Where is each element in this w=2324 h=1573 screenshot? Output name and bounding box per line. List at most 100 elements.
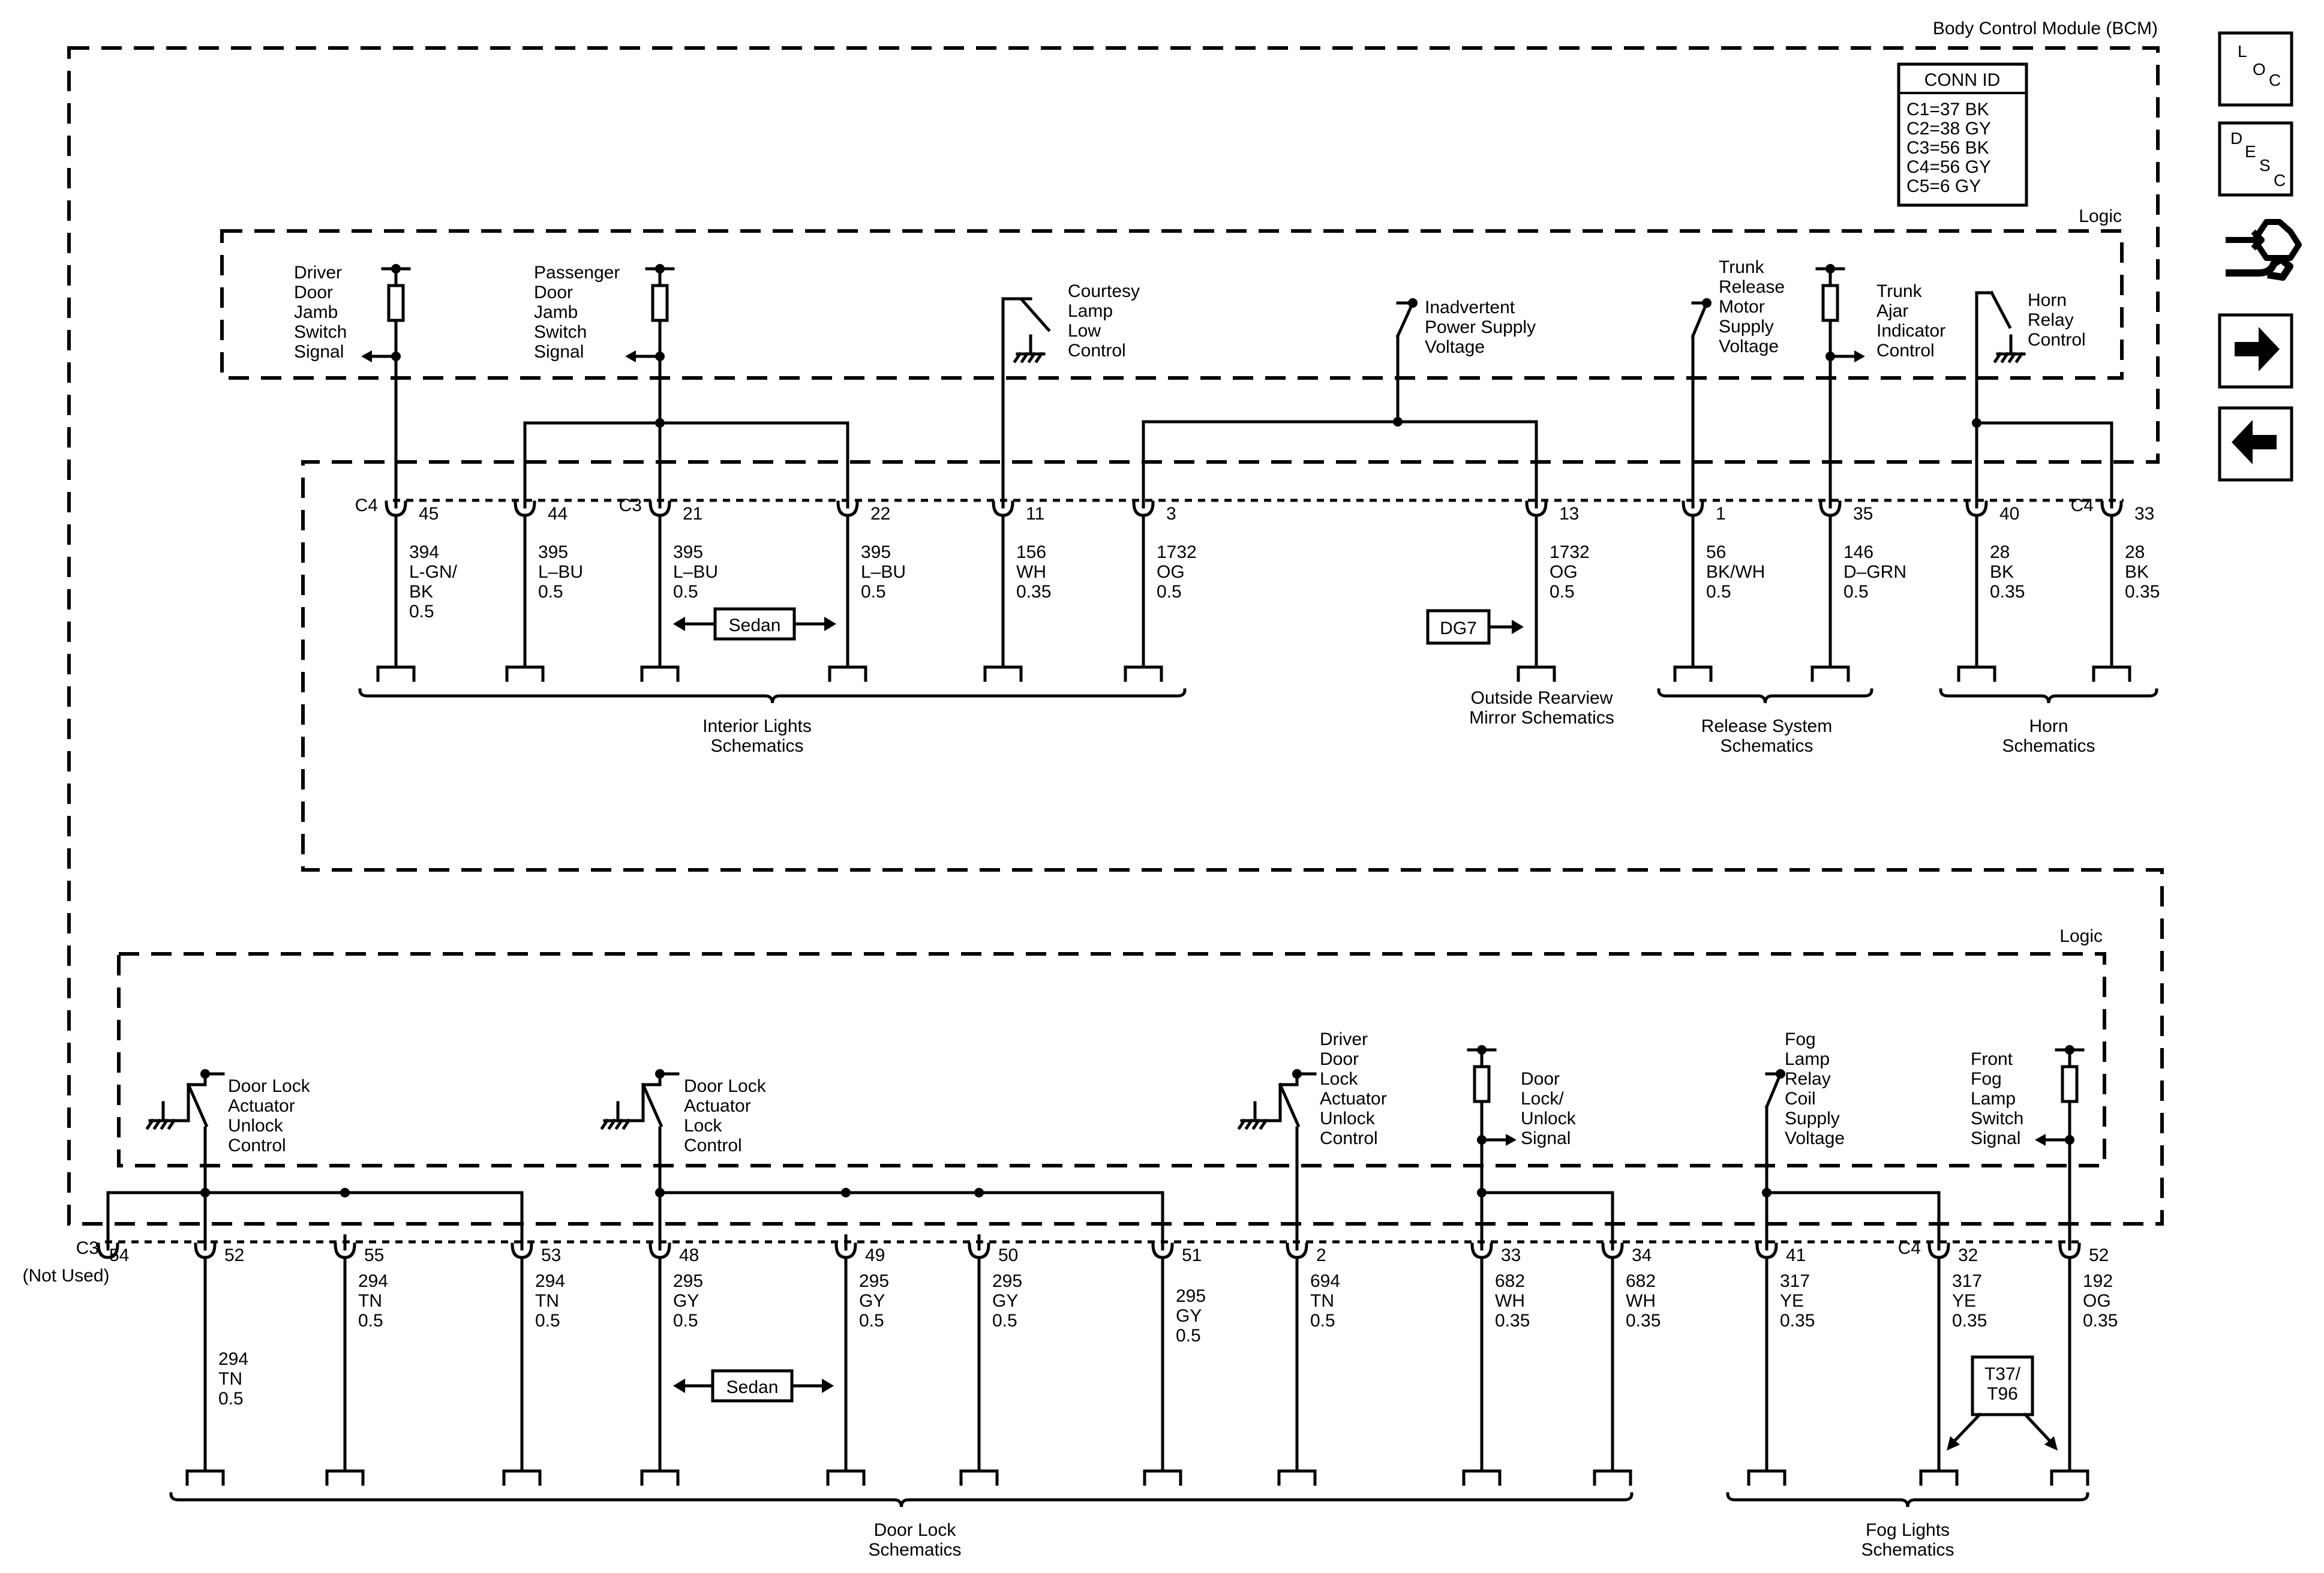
signal-label: Control — [1320, 1128, 1378, 1148]
splice-dot — [340, 1188, 350, 1197]
door-lock-lock-switch-icon — [641, 1082, 663, 1128]
schematic-label: Release System — [1701, 716, 1832, 736]
wire-spec: GY — [673, 1291, 699, 1311]
wire-spec: 0.5 — [535, 1311, 560, 1331]
splice-dot — [1477, 1188, 1487, 1197]
connector-id: C4 — [1898, 1238, 1921, 1258]
schematic-label: Schematics — [2002, 736, 2095, 756]
arrow-head-icon — [1512, 620, 1524, 634]
sedan-label: Sedan — [729, 616, 781, 635]
wire-spec: 0.35 — [1495, 1311, 1530, 1331]
pin-number: 34 — [1632, 1245, 1652, 1265]
bus-wire — [1765, 1191, 1941, 1238]
signal-label: Inadvertent — [1425, 298, 1515, 317]
pin-number: 1 — [1716, 504, 1726, 524]
bus-wire — [1975, 421, 2113, 496]
wire-spec: TN — [535, 1291, 559, 1311]
signal-label: Jamb — [534, 302, 578, 322]
wire-spec: 28 — [2125, 542, 2145, 562]
signal-label: Trunk — [1876, 281, 1923, 301]
loc-letter: C — [2269, 71, 2281, 89]
arrow-right-icon — [2235, 327, 2280, 371]
wire-spec: L–BU — [538, 562, 583, 582]
option-arrow — [2023, 1412, 2054, 1445]
next-page-button[interactable] — [2218, 313, 2293, 389]
wire-spec: 0.5 — [673, 582, 698, 602]
wire-spec: GY — [1176, 1306, 1202, 1326]
schematic-brace — [1726, 1492, 2089, 1508]
wire-spec: 0.5 — [859, 1311, 884, 1331]
wire-spec: 0.5 — [218, 1389, 244, 1409]
wire-spec: 0.5 — [861, 582, 886, 602]
conn-id-row: C4=56 GY — [1906, 157, 1991, 177]
signal-label: Front — [1971, 1049, 2013, 1069]
wire-spec: 0.5 — [1706, 582, 1731, 602]
signal-label: Actuator — [228, 1096, 295, 1116]
wire-spec: GY — [859, 1291, 885, 1311]
signal-label: Motor — [1719, 297, 1765, 317]
schematic-brace — [358, 688, 1187, 704]
signal-label: Driver — [294, 263, 342, 283]
signal-label: Coil — [1785, 1089, 1816, 1109]
pin-number: 32 — [1958, 1245, 1978, 1265]
signal-label: Signal — [294, 342, 344, 362]
schematic-brace — [169, 1492, 1634, 1508]
terminal — [325, 1469, 365, 1486]
terminal — [1277, 1469, 1317, 1486]
wire-spec: 0.35 — [2125, 582, 2160, 602]
pin-number: 53 — [541, 1245, 561, 1265]
connector-view-button[interactable] — [2226, 219, 2302, 281]
bus-wire — [1480, 1191, 1614, 1238]
signal-label: Door — [294, 283, 333, 302]
signal-label: Lamp — [1068, 301, 1113, 321]
wire-spec: WH — [1626, 1291, 1656, 1311]
wire-spec: YE — [1952, 1291, 1976, 1311]
wire-spec: TN — [1310, 1291, 1334, 1311]
terminal — [1124, 665, 1163, 682]
wire-spec: 682 — [1495, 1271, 1525, 1291]
signal-label: Low — [1068, 321, 1101, 341]
arrow-head-icon — [625, 350, 636, 362]
pin-number: 40 — [1999, 504, 2019, 524]
wire-spec: BK — [409, 582, 433, 602]
pin-number: 2 — [1316, 1245, 1326, 1265]
fog-option-label: T96 — [1987, 1384, 2018, 1404]
signal-label: Switch — [534, 322, 587, 342]
signal-label: Fog — [1785, 1029, 1816, 1049]
signal-label: Signal — [1971, 1128, 2020, 1148]
conn-id-row: C5=6 GY — [1906, 176, 1981, 196]
pin-cup — [97, 1242, 119, 1259]
conn-id-row: C2=38 GY — [1906, 119, 1991, 139]
ground-hatch — [145, 1118, 155, 1130]
loc-letter: O — [2253, 60, 2266, 79]
signal-label: Lock/ — [1521, 1089, 1564, 1109]
high-side-switch-icon — [1395, 301, 1415, 338]
bus-wire — [523, 421, 849, 496]
arrow-head-icon — [673, 1379, 685, 1393]
wire-spec: 0.35 — [2083, 1311, 2118, 1331]
ground-hatch — [152, 1118, 162, 1130]
wire-spec: 1732 — [1157, 542, 1197, 562]
terminal — [1957, 665, 1996, 682]
wire-spec: OG — [2083, 1291, 2111, 1311]
pin-number: 48 — [679, 1245, 699, 1265]
splice-dot — [841, 1188, 851, 1197]
wire-spec: OG — [1157, 562, 1185, 582]
signal-label: Passenger — [534, 263, 620, 283]
signal-label: Supply — [1785, 1109, 1840, 1128]
terminal — [1517, 665, 1556, 682]
loc-button[interactable]: LOC — [2218, 31, 2293, 107]
pullup-resistor-icon — [1821, 284, 1839, 322]
wire-spec: 0.35 — [1626, 1311, 1661, 1331]
signal-label: Actuator — [1320, 1089, 1387, 1109]
schematic-label: Outside Rearview — [1471, 688, 1613, 708]
wire-spec: 0.5 — [1310, 1311, 1335, 1331]
schematic-brace — [1939, 688, 2158, 704]
wire-spec: 0.35 — [1780, 1311, 1815, 1331]
pin-number: 33 — [1501, 1245, 1521, 1265]
wire-spec: 0.35 — [1952, 1311, 1987, 1331]
wire-spec: 317 — [1952, 1271, 1982, 1291]
previous-page-button[interactable] — [2218, 406, 2293, 482]
